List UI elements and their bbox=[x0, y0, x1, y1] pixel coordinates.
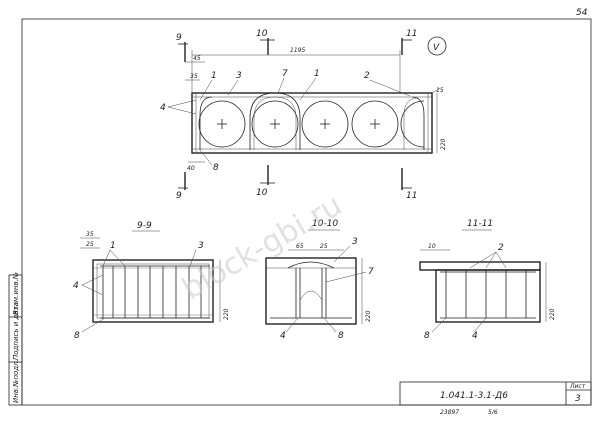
page-number: 54 bbox=[576, 8, 588, 18]
dim-total: 1195 bbox=[290, 47, 305, 54]
cut-10-bottom: 10 bbox=[256, 188, 268, 198]
s10-callout-4: 4 bbox=[280, 331, 286, 341]
section-10-10: 10-10 65 25 220 3 7 4 8 bbox=[265, 219, 374, 341]
dim-left-a: 35 bbox=[190, 73, 198, 80]
end-hook-right bbox=[411, 96, 425, 150]
cut-11-top: 11 bbox=[406, 29, 417, 39]
dim-right-b: 220 bbox=[440, 138, 447, 150]
section-11-11: 11-11 10 220 2 8 4 bbox=[419, 219, 556, 341]
void-2 bbox=[251, 100, 299, 148]
section-9-title: 9-9 bbox=[137, 221, 152, 231]
plan-callout-7: 7 bbox=[282, 69, 288, 79]
s10-callout-7: 7 bbox=[368, 267, 374, 277]
roughness-symbol bbox=[427, 36, 447, 56]
s11-dim-top: 10 bbox=[428, 243, 436, 250]
plan-callout-4: 4 bbox=[160, 103, 166, 113]
cut-9-bottom: 9 bbox=[176, 191, 182, 201]
s9-dim-b: 25 bbox=[86, 241, 94, 248]
plan-callout-3: 3 bbox=[236, 71, 242, 81]
order-number: 23897 bbox=[440, 409, 459, 416]
s10-dim-b: 25 bbox=[320, 243, 328, 250]
cut-10-top: 10 bbox=[256, 29, 268, 39]
plan-callout-1a: 1 bbox=[211, 71, 217, 81]
s9-dim-a: 35 bbox=[86, 231, 94, 238]
s11-dim-right: 220 bbox=[549, 308, 556, 320]
roughness-symbol-label: V bbox=[433, 43, 440, 53]
stamp-replace-label: Взам.инв.№ bbox=[12, 272, 20, 315]
stamp-sign-label: Подпись и дата bbox=[12, 302, 20, 360]
plan-callout-2: 2 bbox=[364, 71, 370, 81]
plan-callout-8: 8 bbox=[213, 163, 219, 173]
s11-callout-2: 2 bbox=[498, 243, 504, 253]
side-stamp: Инв.№подл. Подпись и дата Взам.инв.№ bbox=[8, 272, 23, 406]
section-10-title: 10-10 bbox=[312, 219, 338, 229]
s10-callout-3: 3 bbox=[352, 237, 358, 247]
s9-callout-1: 1 bbox=[110, 241, 116, 251]
s9-callout-8: 8 bbox=[74, 331, 80, 341]
end-hook-left bbox=[199, 96, 213, 150]
plan-view: 9 9 10 10 11 11 1195 45 35 40 15 220 1 bbox=[160, 29, 447, 201]
loop-frame-left-inner bbox=[253, 96, 297, 150]
sheet-label: Лист bbox=[569, 383, 586, 390]
s10-callout-8: 8 bbox=[338, 331, 344, 341]
s9-callout-3: 3 bbox=[198, 241, 204, 251]
dim-top-left: 45 bbox=[193, 55, 201, 62]
void-1 bbox=[198, 100, 246, 148]
s11-callout-4: 4 bbox=[472, 331, 478, 341]
s9-dim-right: 220 bbox=[223, 308, 230, 320]
s10-dim-right: 220 bbox=[365, 310, 372, 322]
plan-callout-1b: 1 bbox=[314, 69, 320, 79]
s10-dim-a: 65 bbox=[296, 243, 304, 250]
sheet-number: 3 bbox=[575, 394, 581, 404]
order-suffix: 5/6 bbox=[488, 409, 498, 416]
s11-callout-8: 8 bbox=[424, 331, 430, 341]
section-11-title: 11-11 bbox=[467, 219, 493, 229]
dim-bottom-left: 40 bbox=[187, 165, 195, 172]
section-9-9: 9-9 35 25 220 1 3 4 8 bbox=[73, 221, 230, 341]
document-code: 1.041.1-3.1-Д6 bbox=[440, 391, 508, 401]
cut-9-top: 9 bbox=[176, 33, 182, 43]
loop-frame-left bbox=[249, 92, 301, 150]
stamp-inv-label: Инв.№подл. bbox=[12, 359, 20, 403]
title-block: 1.041.1-3.1-Д6 Лист 3 23897 5/6 bbox=[399, 381, 592, 416]
cut-11-bottom: 11 bbox=[406, 191, 417, 201]
void-3 bbox=[301, 100, 349, 148]
sheet-frame bbox=[21, 18, 592, 406]
s9-callout-4: 4 bbox=[73, 281, 79, 291]
dim-right-a: 15 bbox=[436, 87, 444, 94]
void-4 bbox=[351, 100, 399, 148]
